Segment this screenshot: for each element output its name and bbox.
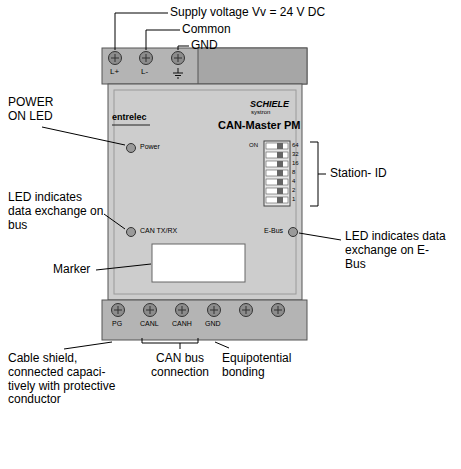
callout-text: CAN bus connection bbox=[143, 352, 217, 380]
terminal-label: L- bbox=[141, 67, 148, 76]
brand-logo: systron bbox=[251, 109, 270, 116]
screw-slot bbox=[114, 306, 282, 314]
switch-value: 4 bbox=[292, 178, 295, 185]
callout-text: POWER ON LED bbox=[8, 96, 72, 124]
terminal-label: GND bbox=[205, 320, 221, 328]
leader-line bbox=[96, 264, 151, 270]
dip-switch bbox=[264, 141, 290, 206]
callout-text: Station- ID bbox=[330, 167, 387, 181]
device-housing bbox=[108, 84, 302, 300]
switch-value: 32 bbox=[292, 151, 299, 158]
terminal-label: L+ bbox=[110, 67, 119, 76]
logo-underline bbox=[112, 125, 150, 126]
bottom-screws bbox=[112, 304, 285, 317]
terminal-label: PG bbox=[112, 320, 122, 328]
can-bracket bbox=[142, 338, 198, 349]
callout-text: Common bbox=[182, 23, 231, 37]
callout-text: Equipotential bonding bbox=[222, 352, 318, 380]
led-label: Power bbox=[140, 143, 160, 151]
dip-frame bbox=[264, 141, 290, 206]
brand-logo: SCHIELE bbox=[250, 99, 289, 109]
callout-text: Cable shield, connected capaci- tively w… bbox=[8, 352, 132, 407]
leader-line bbox=[146, 30, 180, 50]
callout-text: Marker bbox=[53, 263, 90, 277]
blank-terminal-block bbox=[198, 48, 307, 84]
dip-lever bbox=[277, 143, 283, 203]
leader-line bbox=[299, 233, 341, 240]
device-name: CAN-Master PM bbox=[218, 119, 301, 132]
ground-symbol bbox=[173, 68, 183, 78]
marker-field bbox=[152, 244, 245, 282]
ebus-led bbox=[289, 228, 298, 237]
leader-lines bbox=[42, 13, 341, 349]
switch-value: 16 bbox=[292, 160, 299, 167]
leader-line bbox=[215, 342, 229, 348]
switch-value: 2 bbox=[292, 187, 295, 194]
led-label: E-Bus bbox=[264, 227, 283, 235]
switch-value: 1 bbox=[292, 196, 295, 203]
power-led bbox=[127, 144, 136, 153]
terminal-label: CANH bbox=[172, 320, 192, 328]
can-led bbox=[127, 228, 136, 237]
leader-line bbox=[42, 127, 125, 145]
leader-line bbox=[104, 214, 125, 229]
callout-text: Supply voltage Vv = 24 V DC bbox=[170, 6, 325, 20]
station-bracket bbox=[310, 142, 326, 206]
screw-slot bbox=[111, 54, 182, 62]
bottom-terminal-block bbox=[102, 300, 307, 340]
switch-value: 8 bbox=[292, 169, 295, 176]
callout-text: LED indicates data exchange on E-Bus bbox=[345, 230, 449, 271]
callout-text: GND bbox=[191, 39, 218, 53]
led-label: CAN TX/RX bbox=[140, 227, 177, 235]
leader-line bbox=[115, 13, 168, 50]
leader-line bbox=[178, 46, 189, 50]
switch-label: ON bbox=[249, 142, 258, 149]
callout-text: LED indicates data exchange on bus bbox=[8, 191, 104, 232]
top-terminal-block bbox=[102, 48, 307, 84]
terminal-label: CANL bbox=[140, 320, 159, 328]
brand-logo: entrelec bbox=[112, 112, 147, 122]
switch-value: 64 bbox=[292, 142, 299, 149]
leader-line bbox=[64, 342, 112, 349]
